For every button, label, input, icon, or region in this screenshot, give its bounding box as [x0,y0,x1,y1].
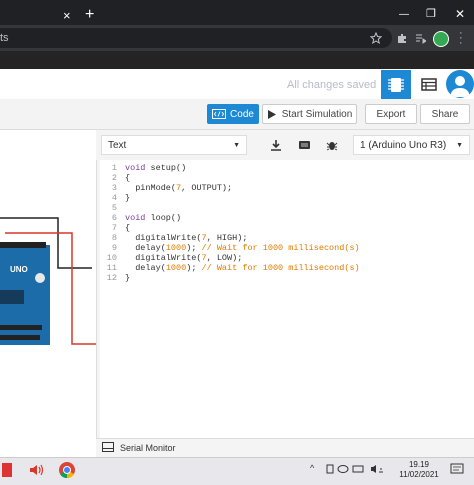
code-editor-icon [212,109,227,119]
line-number: 9 [111,243,117,253]
library-icon [298,141,310,149]
share-button[interactable]: Share [420,104,470,124]
chrome-icon[interactable] [58,461,76,479]
circuit-canvas[interactable] [0,130,96,457]
chevron-down-icon: ▼ [456,141,463,149]
bookmark-star-icon[interactable] [370,32,382,44]
code-line: digitalWrite(7, LOW); [125,253,243,263]
clock-date: 11/02/2021 [399,470,439,479]
circuit-drawing [0,217,96,345]
serial-monitor-label: Serial Monitor [120,443,176,453]
line-number: 1 [111,163,117,173]
close-window-icon[interactable]: ✕ [455,7,466,21]
board-label: UNO [10,265,28,274]
download-button[interactable] [265,135,287,155]
code-line: { [125,173,131,183]
libraries-button[interactable] [293,135,315,155]
notifications-icon[interactable] [450,463,464,475]
audio-app-icon[interactable] [28,462,44,478]
code-line [125,203,360,213]
line-number: 5 [111,203,117,213]
line-number: 7 [111,223,117,233]
code-button[interactable]: Code [207,104,259,124]
code-mode-value: Text [108,139,127,151]
component-list-button[interactable] [414,70,444,100]
line-number: 6 [111,213,117,223]
board-select[interactable]: 1 (Arduino Uno R3) ▼ [353,135,470,155]
code-line: digitalWrite(7, HIGH); [125,233,248,243]
code-button-label: Code [230,108,254,120]
board-select-value: 1 (Arduino Uno R3) [360,139,447,151]
app-header-strip [0,51,474,69]
code-line: { [125,223,131,233]
user-icon [450,76,470,97]
restore-icon[interactable]: ❐ [426,8,436,20]
address-field[interactable] [0,28,392,48]
table-icon [421,78,437,91]
profile-avatar-icon[interactable] [433,31,449,47]
line-number: 10 [106,253,117,263]
chevron-down-icon: ▼ [233,141,240,149]
play-icon [267,109,276,119]
taskbar-app-icon[interactable] [2,463,12,477]
save-status: All changes saved [287,79,377,91]
debugger-button[interactable] [321,135,343,155]
circuit-view-button[interactable] [381,70,411,100]
code-line: } [125,273,131,283]
system-tray-icons[interactable] [325,463,385,475]
media-control-icon[interactable] [414,32,426,44]
serial-monitor-icon [102,442,114,452]
code-line: delay(1000); // Wait for 1000 millisecon… [125,243,360,253]
code-line: } [125,193,131,203]
line-number: 11 [106,263,117,273]
url-text: ts [0,32,9,44]
code-line: void loop() [125,213,182,223]
code-line: delay(1000); // Wait for 1000 millisecon… [125,263,360,273]
taskbar-clock[interactable]: 19.19 11/02/2021 [395,460,443,480]
code-editor[interactable] [100,160,474,438]
code-line: pinMode(7, OUTPUT); [125,183,233,193]
start-simulation-button[interactable]: Start Simulation [262,104,357,124]
chevron-up-icon[interactable]: ^ [310,463,315,473]
new-tab-icon[interactable]: + [85,6,95,23]
extensions-puzzle-icon[interactable] [396,32,408,44]
download-icon [271,140,281,151]
line-number: 3 [111,183,117,193]
browser-menu-icon[interactable]: ··· [459,27,463,49]
chip-icon [388,78,404,92]
code-mode-select[interactable]: Text ▼ [101,135,247,155]
line-number: 8 [111,233,117,243]
bug-icon [326,142,338,151]
code-line: void setup() [125,163,187,173]
start-simulation-label: Start Simulation [281,108,353,120]
line-number: 4 [111,193,117,203]
export-button[interactable]: Export [365,104,417,124]
minimize-icon[interactable]: — [399,9,409,20]
line-number: 12 [106,273,117,283]
clock-time: 19.19 [408,460,430,469]
serial-monitor-bar[interactable] [96,438,474,458]
close-tab-icon[interactable]: × [63,8,71,23]
line-number: 2 [111,173,117,183]
user-avatar[interactable] [446,70,474,98]
code-lines[interactable]: void setup(){ pinMode(7, OUTPUT);} void … [125,163,360,283]
taskbar [0,457,474,485]
